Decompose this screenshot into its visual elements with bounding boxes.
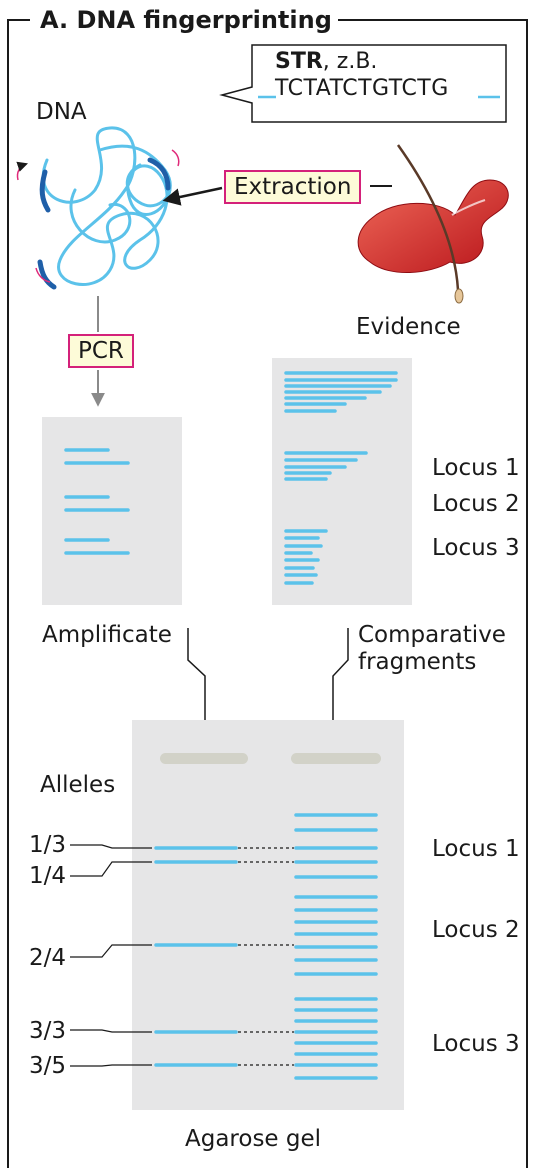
amplificate-label: Amplificate xyxy=(42,622,172,648)
agarose-gel xyxy=(132,720,404,1110)
str-label: STR xyxy=(275,49,323,74)
comparative-label-line2: fragments xyxy=(358,649,477,675)
gel-locus-label-1: Locus 1 xyxy=(432,836,520,862)
allele-2-4: 2/4 xyxy=(29,945,67,971)
locus-label-3: Locus 3 xyxy=(432,535,520,561)
locus-label-2: Locus 2 xyxy=(432,491,520,517)
comparative-label-line1: Comparative xyxy=(358,622,506,648)
allele-leader-line xyxy=(70,944,152,958)
allele-1-4: 1/4 xyxy=(29,863,67,889)
gel-locus-label-3: Locus 3 xyxy=(432,1031,520,1057)
panel-title: A. DNA fingerprinting xyxy=(34,5,338,35)
allele-leader-line xyxy=(70,1064,152,1067)
str-callout xyxy=(219,44,507,123)
allele-1-3: 1/3 xyxy=(29,832,67,858)
locus-label-1: Locus 1 xyxy=(432,455,520,481)
allele-leader-line xyxy=(70,861,152,877)
str-sequence: TCTATCTGTCTG xyxy=(275,76,449,101)
hair-icon xyxy=(396,144,460,291)
alleles-label: Alleles xyxy=(40,772,116,798)
allele-leader-line xyxy=(70,844,152,849)
str-callout-text: STR, z.B. TCTATCTGTCTG xyxy=(253,48,503,122)
evidence-label: Evidence xyxy=(356,314,461,340)
str-marker-icon xyxy=(37,157,171,290)
gel-locus-label-2: Locus 2 xyxy=(432,917,520,943)
dna-label: DNA xyxy=(36,99,87,125)
str-suffix: , z.B. xyxy=(322,49,378,74)
agarose-gel-label: Agarose gel xyxy=(185,1126,322,1152)
allele-leader-line xyxy=(70,1029,152,1033)
allele-3-5: 3/5 xyxy=(29,1053,67,1079)
allele-3-3: 3/3 xyxy=(29,1018,67,1044)
dna-strand-icon xyxy=(41,126,172,286)
pcr-box: PCR xyxy=(68,334,134,368)
extraction-box: Extraction xyxy=(224,170,362,204)
well-left xyxy=(160,753,248,764)
evidence-blood-icon xyxy=(357,179,509,273)
well-right xyxy=(291,753,381,764)
